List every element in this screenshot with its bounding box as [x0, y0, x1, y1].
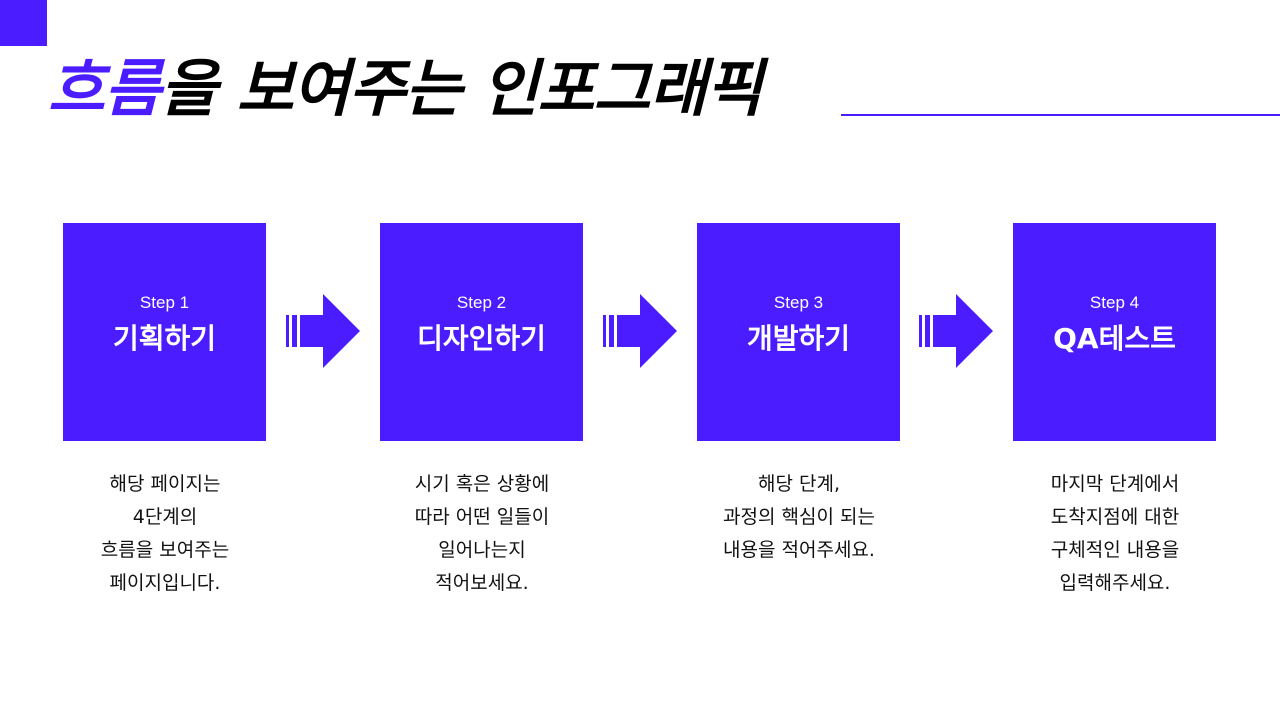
description-line: 도착지점에 대한: [1050, 506, 1180, 528]
step-description-2: 시기 혹은 상황에 따라 어떤 일들이 일어나는지 적어보세요.: [362, 468, 602, 600]
description-line: 적어보세요.: [435, 572, 529, 594]
title-divider: [841, 114, 1280, 116]
description-line: 시기 혹은 상황에: [414, 473, 550, 495]
step-name: 개발하기: [746, 322, 851, 355]
description-line: 해당 페이지는: [109, 473, 221, 495]
step-box-3: Step 3 개발하기: [697, 223, 900, 441]
description-line: 일어나는지: [438, 539, 526, 561]
step-label: Step 4: [1089, 293, 1140, 312]
step-description-4: 마지막 단계에서 도착지점에 대한 구체적인 내용을 입력해주세요.: [995, 468, 1235, 600]
step-label: Step 3: [773, 293, 824, 312]
step-box-1: Step 1 기획하기: [63, 223, 266, 441]
step-description-3: 해당 단계, 과정의 핵심이 되는 내용을 적어주세요.: [679, 468, 919, 567]
step-box-2: Step 2 디자인하기: [380, 223, 583, 441]
page-title-accent: 흐름: [48, 52, 161, 125]
step-description-1: 해당 페이지는 4단계의 흐름을 보여주는 페이지입니다.: [45, 468, 285, 600]
description-line: 흐름을 보여주는: [100, 539, 230, 561]
page-title-rest: 을 보여주는 인포그래픽: [160, 52, 763, 125]
arrow-right-icon: [286, 294, 360, 368]
step-name: 디자인하기: [417, 322, 546, 355]
step-box-4: Step 4 QA테스트: [1013, 223, 1216, 441]
description-line: 4단계의: [132, 506, 198, 528]
description-line: 따라 어떤 일들이: [414, 506, 550, 528]
description-line: 구체적인 내용을: [1050, 539, 1180, 561]
description-line: 입력해주세요.: [1059, 572, 1171, 594]
corner-accent-block: [0, 0, 47, 46]
description-line: 해당 단계,: [758, 473, 840, 495]
description-line: 마지막 단계에서: [1050, 473, 1180, 495]
step-name: QA테스트: [1053, 322, 1176, 355]
description-line: 페이지입니다.: [109, 572, 221, 594]
step-label: Step 1: [139, 293, 190, 312]
description-line: 과정의 핵심이 되는: [723, 506, 875, 528]
page-title: 흐름을 보여주는 인포그래픽: [48, 50, 763, 128]
arrow-right-icon: [919, 294, 993, 368]
arrow-right-icon: [603, 294, 677, 368]
step-label: Step 2: [456, 293, 507, 312]
step-name: 기획하기: [112, 322, 217, 355]
description-line: 내용을 적어주세요.: [723, 539, 875, 561]
